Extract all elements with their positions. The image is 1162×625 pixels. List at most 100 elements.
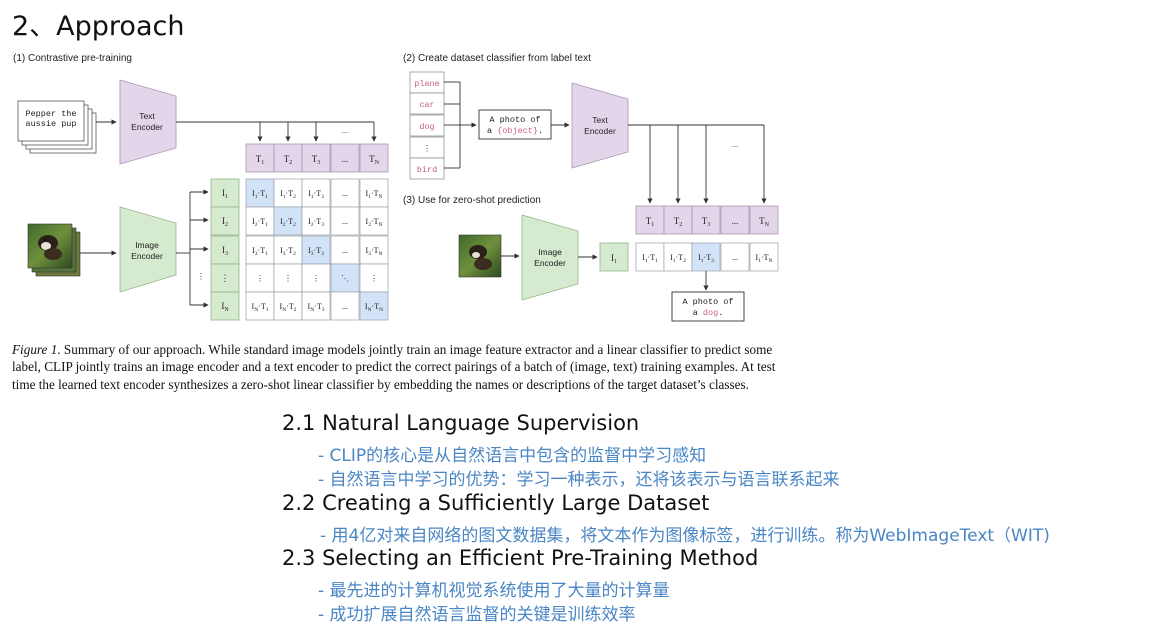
matrix-cell-label: I1·T2 — [280, 189, 296, 200]
t-arrows: ... — [257, 122, 377, 142]
prediction-cell-label: I1·T1 — [642, 253, 658, 264]
svg-text:...: ... — [732, 140, 739, 149]
i-token-cell — [210, 263, 240, 293]
t-token-label: T2 — [284, 154, 293, 166]
text-input-card: Pepper the aussie pup — [17, 100, 97, 154]
matrix-cell — [301, 206, 331, 236]
matrix-cell — [273, 291, 303, 321]
t-token-label: T1 — [256, 154, 265, 166]
label-arrows — [444, 81, 477, 169]
matrix-cell — [301, 235, 331, 265]
i-arrows: ⋮ — [176, 189, 209, 308]
i1-token: I1 — [599, 242, 629, 272]
svg-text:I1: I1 — [611, 253, 617, 265]
svg-text:Image: Image — [538, 247, 562, 257]
slide-title: 2、Approach — [12, 11, 185, 42]
matrix-cell-label: I3·T3 — [308, 246, 324, 257]
prediction-cell — [720, 242, 750, 272]
t-token-cell — [635, 205, 665, 235]
matrix-cell — [245, 235, 275, 265]
matrix-cell-label: I1·T3 — [308, 189, 324, 200]
section-2-3-bullet-1: - 最先进的计算机视觉系统使用了大量的计算量 — [318, 581, 670, 601]
matrix-cell — [245, 178, 275, 208]
t-token-label: TN — [759, 216, 770, 228]
matrix-cell-label: IN·TN — [365, 302, 383, 313]
matrix-cell-label: ... — [342, 302, 348, 311]
t-token-label: TN — [369, 154, 380, 166]
t-token-label: T3 — [312, 154, 321, 166]
prediction-cell — [749, 242, 779, 272]
matrix-cell — [330, 291, 360, 321]
matrix-cell — [359, 178, 389, 208]
prediction-cell-label: ... — [732, 253, 738, 262]
result-box: A photo of a dog. — [671, 291, 745, 322]
t-token-cell — [273, 143, 303, 173]
section-2-3-bullet-2: - 成功扩展自然语言监督的关键是训练效率 — [318, 605, 636, 625]
svg-text:Text: Text — [139, 111, 155, 121]
i-token-label: I2 — [222, 216, 228, 228]
matrix-cell — [330, 206, 360, 236]
matrix-cell — [273, 206, 303, 236]
t-token-label: T3 — [702, 216, 711, 228]
matrix-cell-label: I3·T2 — [280, 246, 296, 257]
matrix-cell — [330, 263, 360, 293]
matrix-cell-label: IN·T2 — [280, 302, 297, 313]
prediction-cell-label: I1·T2 — [670, 253, 686, 264]
svg-text:A photo of: A photo of — [682, 297, 733, 307]
svg-text:a dog.: a dog. — [693, 308, 724, 318]
matrix-cell-label: ... — [342, 189, 348, 198]
template-box: A photo of a {object}. — [478, 109, 552, 140]
svg-text:...: ... — [342, 126, 349, 135]
matrix-cell — [359, 206, 389, 236]
matrix-cell-label: I2·T3 — [308, 217, 324, 228]
t-token-label: ... — [342, 154, 349, 164]
i-token-cell — [210, 206, 240, 236]
clip-approach-figure: (1) Contrastive pre-training Pepper the … — [13, 53, 779, 322]
panel1-title: (1) Contrastive pre-training — [13, 53, 132, 64]
t-token-cell — [359, 143, 389, 173]
prediction-cell — [635, 242, 665, 272]
label-cell — [409, 92, 445, 115]
svg-text:⋮: ⋮ — [197, 272, 205, 281]
i-token-label: IN — [221, 301, 229, 313]
t-token-label: ... — [732, 216, 739, 226]
t-token-cell — [720, 205, 750, 235]
matrix-cell — [359, 263, 389, 293]
panel3-title: (3) Use for zero-shot prediction — [403, 195, 541, 206]
section-2-3-heading: 2.3 Selecting an Efficient Pre-Training … — [282, 546, 759, 570]
label-cell — [409, 114, 445, 137]
text-card-line2: aussie pup — [25, 119, 76, 129]
image-encoder-2: Image Encoder — [521, 214, 579, 301]
section-2-1-heading: 2.1 Natural Language Supervision — [282, 411, 640, 435]
matrix-cell — [330, 235, 360, 265]
t-token-cell — [749, 205, 779, 235]
matrix-cell — [245, 206, 275, 236]
matrix-cell-label: I2·T1 — [252, 217, 268, 228]
matrix-cell-label: I1·T1 — [252, 189, 268, 200]
section-2-2-bullet-1: - 用4亿对来自网络的图文数据集，将文本作为图像标签，进行训练。称为WebIma… — [320, 526, 1050, 546]
label-text: ⋮ — [423, 144, 432, 154]
text-embedding-row: T1 T2 T3... TN — [245, 143, 389, 173]
matrix-cell-label: IN·T3 — [308, 302, 325, 313]
svg-text:A photo of: A photo of — [489, 115, 540, 125]
matrix-cell-label: I3·TN — [366, 246, 383, 257]
matrix-cell-label: IN·T1 — [252, 302, 269, 313]
svg-text:Text: Text — [592, 115, 608, 125]
matrix-cell-label: ⋱ — [341, 274, 349, 283]
matrix-cell-label: ... — [342, 246, 348, 255]
section-2-2-heading: 2.2 Creating a Sufficiently Large Datase… — [282, 491, 710, 515]
label-cell — [409, 157, 445, 180]
label-text: dog — [419, 122, 434, 132]
t-token-label: T1 — [646, 216, 655, 228]
caption-label: Figure 1 — [12, 342, 58, 357]
t-arrows-2: ... — [647, 125, 767, 204]
section-2-1-bullet-2: - 自然语言中学习的优势：学习一种表示，还将该表示与语言联系起来 — [318, 470, 840, 490]
svg-text:a {object}.: a {object}. — [487, 126, 543, 136]
matrix-cell-label: I2·T2 — [280, 217, 296, 228]
dog-image-stack — [27, 223, 81, 277]
matrix-cell — [245, 291, 275, 321]
dog-image-single — [458, 234, 502, 278]
